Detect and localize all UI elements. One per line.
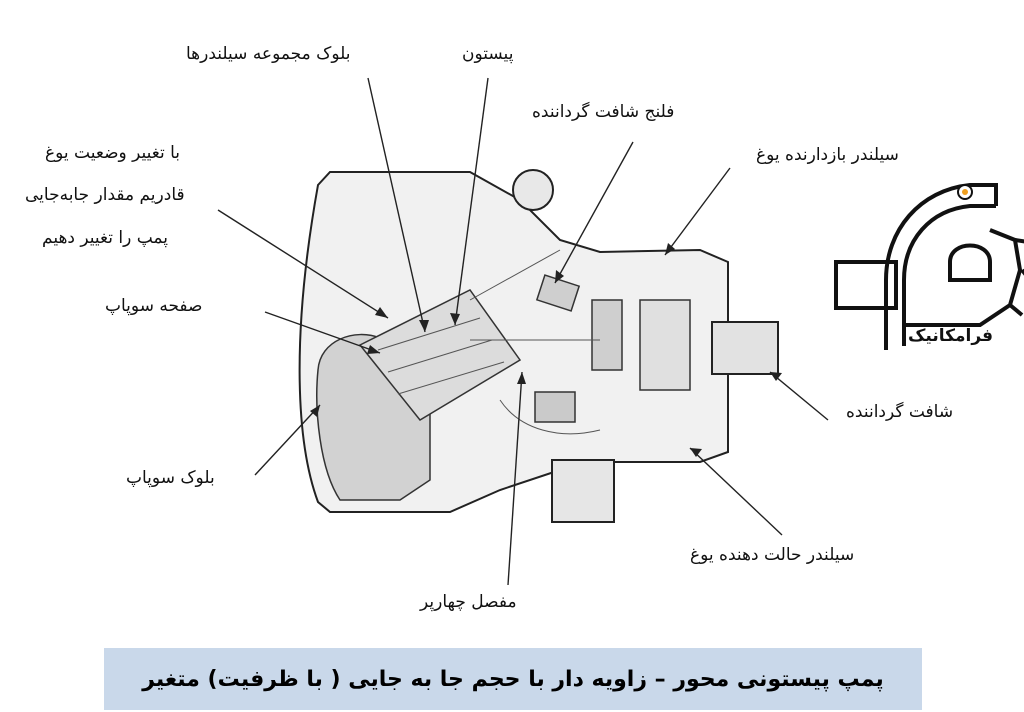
label-yoke-note-2: قادریم مقدار جابه‌جایی [25, 185, 185, 205]
label-valve-plate: صفحه سوپاپ [105, 296, 203, 316]
label-piston: پیستون [462, 44, 514, 64]
logo-text: فرامکانیک [908, 326, 994, 346]
label-yoke-note-3: پمپ را تغییر دهیم [42, 228, 168, 248]
label-valve-block: بلوک سوپاپ [126, 468, 215, 488]
label-cylinder-block: بلوک مجموعه سیلندرها [186, 44, 351, 64]
label-yoke-actuating-cylinder: سیلندر حالت دهنده یوغ [690, 545, 855, 565]
caption-text: پمپ پیستونی محور – زاویه دار با حجم جا ب… [142, 666, 884, 692]
sun-icon [957, 184, 973, 200]
label-universal-joint: مفصل چهارپر [420, 592, 517, 612]
label-yoke-note-1: با تغییر وضعیت یوغ [45, 143, 181, 163]
label-drive-shaft: شافت گرداننده [846, 402, 954, 422]
caption-box: پمپ پیستونی محور – زاویه دار با حجم جا ب… [104, 648, 922, 710]
label-yoke-return-cylinder: سیلندر بازدارنده یوغ [756, 145, 899, 165]
framechanic-logo [834, 183, 1024, 350]
label-drive-flange: فلنج شافت گرداننده [532, 102, 675, 122]
